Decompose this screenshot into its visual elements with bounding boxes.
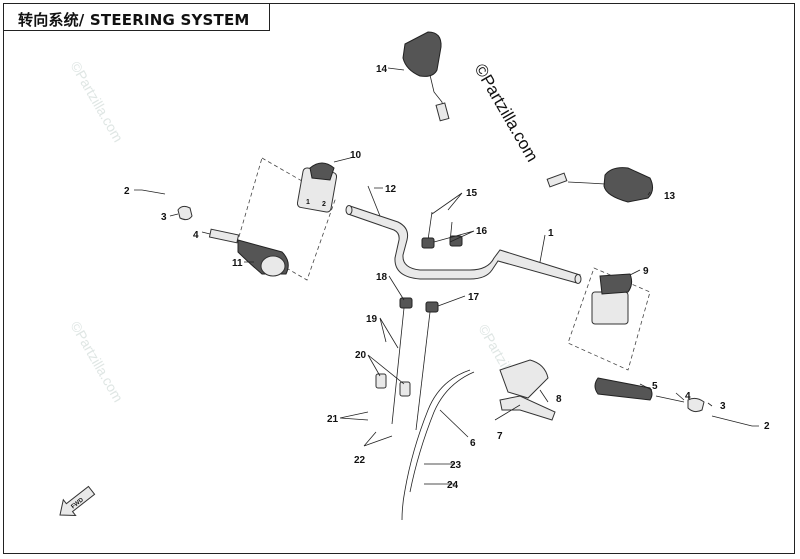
callout-11: 11 bbox=[232, 258, 243, 269]
callout-5: 5 bbox=[652, 381, 658, 392]
handlebar-end-right bbox=[574, 274, 582, 284]
part-3-left-weight bbox=[177, 205, 193, 221]
part-12-bolt bbox=[367, 185, 381, 217]
right-switch-outline bbox=[567, 267, 651, 371]
callout-21: 21 bbox=[327, 414, 339, 425]
mirror-left-mount bbox=[435, 102, 450, 122]
part-15-bolt bbox=[427, 211, 433, 241]
handlebar-end-left bbox=[345, 205, 353, 215]
page-title: 转向系统/ STEERING SYSTEM bbox=[18, 11, 250, 29]
switch-inset-label: 1 bbox=[306, 199, 310, 206]
callout-6: 6 bbox=[470, 438, 476, 449]
part-2-right-bolt bbox=[711, 415, 753, 427]
callout-2: 2 bbox=[124, 186, 130, 197]
callout-17: 17 bbox=[468, 292, 480, 303]
callout-20: 20 bbox=[355, 350, 367, 361]
mirror-right-stem bbox=[567, 181, 606, 185]
callout-3: 3 bbox=[720, 401, 726, 412]
part-19-stud-b bbox=[415, 311, 431, 431]
part-16-clamp bbox=[421, 237, 435, 249]
callout-3: 3 bbox=[161, 212, 167, 223]
watermark-main: ©Partzilla.com bbox=[471, 61, 542, 166]
watermark-faint: ©Partzilla.com bbox=[67, 319, 126, 405]
callout-18: 18 bbox=[376, 272, 388, 283]
part-20-bushing bbox=[375, 373, 387, 389]
callout-12: 12 bbox=[385, 184, 397, 195]
callout-9: 9 bbox=[643, 266, 649, 277]
front-arrow-icon: FWD bbox=[59, 485, 96, 517]
callout-24: 24 bbox=[447, 480, 459, 491]
mirror-right-mount bbox=[546, 172, 568, 188]
callout-4: 4 bbox=[193, 230, 199, 241]
callout-10: 10 bbox=[350, 150, 362, 161]
left-switch-cap bbox=[309, 162, 335, 181]
part-4-left-sleeve bbox=[208, 228, 240, 244]
callout-14: 14 bbox=[376, 64, 388, 75]
callout-15: 15 bbox=[466, 188, 478, 199]
part-7-brake-lever bbox=[499, 395, 556, 421]
part-2-left-bolt bbox=[141, 189, 166, 195]
callout-23: 23 bbox=[450, 460, 462, 471]
mirror-left bbox=[402, 31, 442, 77]
part-6-brake-hose-2 bbox=[409, 371, 475, 493]
callout-7: 7 bbox=[497, 431, 503, 442]
watermark-faint: ©Partzilla.com bbox=[67, 59, 126, 145]
right-switch-cap bbox=[599, 273, 633, 295]
callout-13: 13 bbox=[664, 191, 676, 202]
switch-inset-label: 2 bbox=[322, 201, 326, 208]
callout-22: 22 bbox=[354, 455, 366, 466]
part-20-bushing-b bbox=[399, 381, 411, 397]
callout-19: 19 bbox=[366, 314, 378, 325]
part-8-master-cylinder bbox=[499, 359, 549, 399]
callout-16: 16 bbox=[476, 226, 488, 237]
leader-lines bbox=[134, 67, 759, 485]
part-5-right-grip bbox=[594, 377, 653, 401]
part-18-riser bbox=[399, 297, 413, 309]
diagram-frame bbox=[3, 3, 795, 554]
part-19-stud bbox=[391, 307, 405, 425]
part-6-brake-hose bbox=[401, 369, 471, 521]
callout-1: 1 bbox=[548, 228, 554, 239]
part-3-right-weight bbox=[687, 397, 705, 413]
title-box: 转向系统/ STEERING SYSTEM bbox=[3, 3, 270, 31]
right-switch-housing bbox=[591, 291, 629, 325]
mirror-right bbox=[603, 167, 654, 203]
callout-2: 2 bbox=[764, 421, 770, 432]
part-17-riser bbox=[425, 301, 439, 313]
callout-8: 8 bbox=[556, 394, 562, 405]
callout-4: 4 bbox=[685, 391, 691, 402]
part-4-right-sleeve bbox=[655, 395, 685, 403]
part-11-throttle-cap bbox=[260, 255, 286, 277]
